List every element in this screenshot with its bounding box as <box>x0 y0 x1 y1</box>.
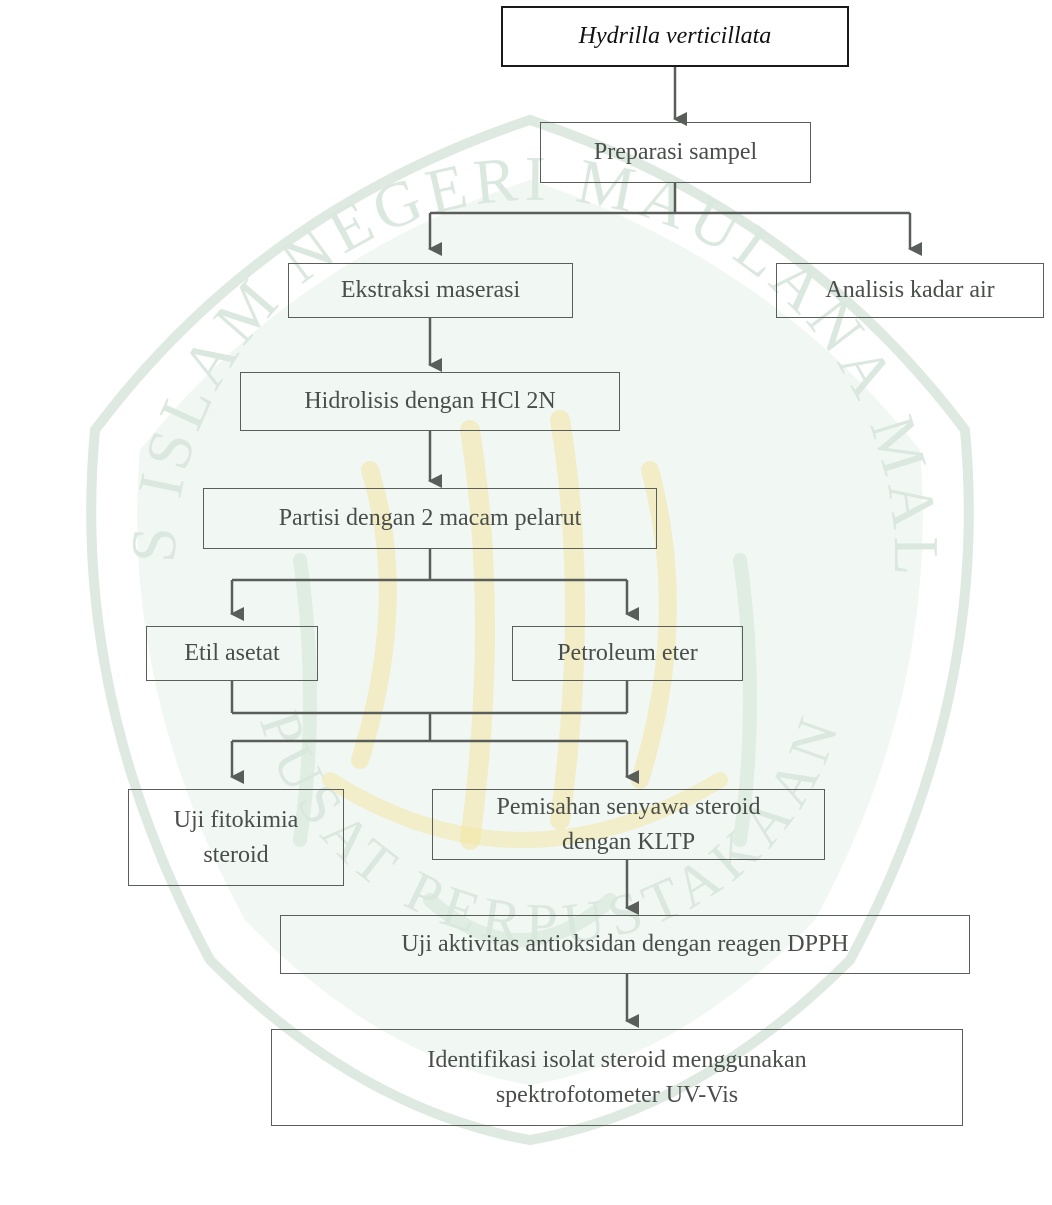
node-ekstraksi-maserasi-label: Ekstraksi maserasi <box>340 277 521 304</box>
node-pemisahan-senyawa: Pemisahan senyawa steroid dengan KLTP <box>432 789 825 860</box>
node-analisis-kadar-air-label: Analisis kadar air <box>825 277 995 304</box>
node-etil-asetat-label: Etil asetat <box>184 640 280 667</box>
node-etil-asetat: Etil asetat <box>146 626 318 681</box>
node-uji-antioksidan: Uji aktivitas antioksidan dengan reagen … <box>280 915 970 974</box>
node-hydrilla-verticillata-label: Hydrilla verticillata <box>578 23 772 50</box>
node-identifikasi-isolat-label: Identifikasi isolat steroid menggunakan … <box>427 1046 807 1108</box>
node-preparasi-sampel-label: Preparasi sampel <box>593 139 758 166</box>
node-identifikasi-isolat: Identifikasi isolat steroid menggunakan … <box>271 1029 963 1126</box>
node-pemisahan-senyawa-label: Pemisahan senyawa steroid dengan KLTP <box>496 793 761 855</box>
node-uji-antioksidan-label: Uji aktivitas antioksidan dengan reagen … <box>401 931 849 958</box>
node-petroleum-eter-label: Petroleum eter <box>557 640 698 667</box>
node-hydrilla-verticillata: Hydrilla verticillata <box>501 6 849 67</box>
node-partisi: Partisi dengan 2 macam pelarut <box>203 488 657 549</box>
node-preparasi-sampel: Preparasi sampel <box>540 122 811 183</box>
node-hidrolisis-label: Hidrolisis dengan HCl 2N <box>304 388 556 415</box>
node-ekstraksi-maserasi: Ekstraksi maserasi <box>288 263 573 318</box>
node-petroleum-eter: Petroleum eter <box>512 626 743 681</box>
node-analisis-kadar-air: Analisis kadar air <box>776 263 1044 318</box>
node-uji-fitokimia-label: Uji fitokimia steroid <box>173 806 299 868</box>
node-uji-fitokimia: Uji fitokimia steroid <box>128 789 344 886</box>
node-hidrolisis: Hidrolisis dengan HCl 2N <box>240 372 620 431</box>
node-partisi-label: Partisi dengan 2 macam pelarut <box>278 505 582 532</box>
